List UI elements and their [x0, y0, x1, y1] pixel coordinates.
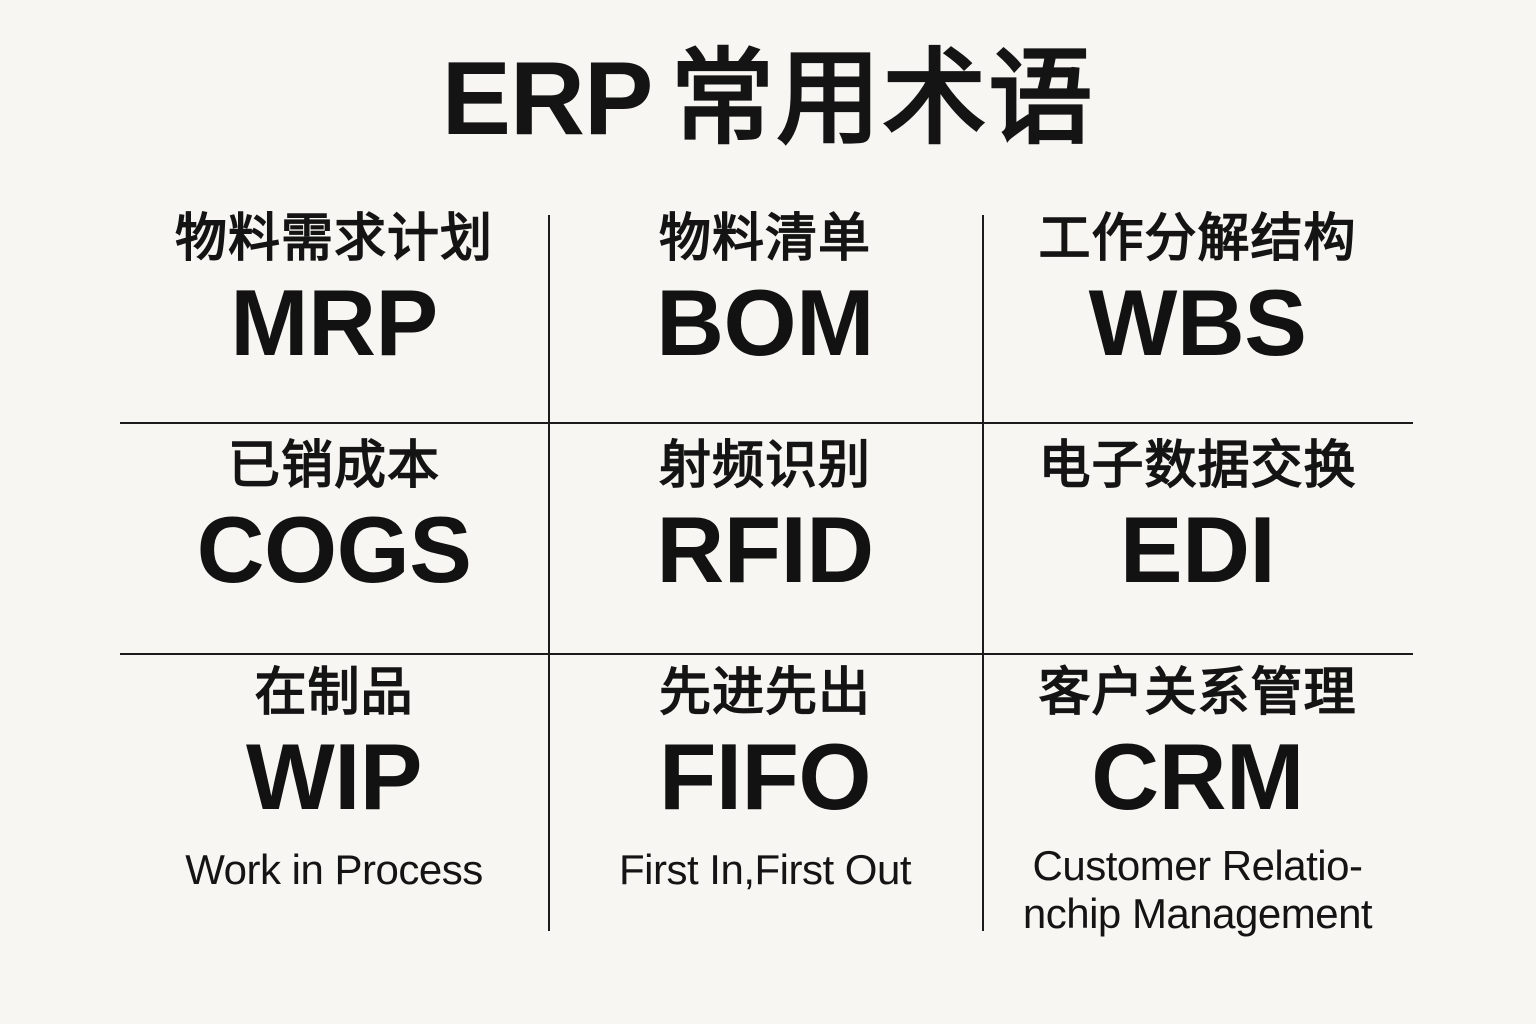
grid-column-divider-1 — [548, 215, 550, 931]
term-cell-cogs: 已销成本 COGS — [120, 423, 548, 650]
term-english-line-2: nchip Management — [1022, 889, 1373, 937]
grid-column-divider-2 — [982, 215, 984, 931]
term-chinese-name: 工作分解结构 — [1038, 210, 1357, 268]
term-english-expansion: Work in Process — [185, 845, 483, 893]
term-abbreviation: WBS — [1088, 270, 1307, 376]
term-abbreviation: RFID — [656, 497, 874, 603]
term-english-expansion: Customer Relatio- nchip Management — [1022, 841, 1373, 938]
term-chinese-name: 客户关系管理 — [1038, 664, 1357, 722]
terms-grid: 物料需求计划 MRP 物料清单 BOM 工作分解结构 WBS 已销成本 COGS… — [120, 196, 1413, 956]
term-chinese-name: 先进先出 — [658, 664, 871, 722]
term-cell-wbs: 工作分解结构 WBS — [982, 196, 1413, 423]
term-cell-edi: 电子数据交换 EDI — [982, 423, 1413, 650]
term-english-line-1: Customer Relatio- — [1032, 841, 1363, 889]
page-title-latin: ERP — [441, 41, 654, 157]
grid-row-divider-2 — [120, 653, 1413, 655]
term-chinese-name: 射频识别 — [658, 437, 871, 495]
term-cell-fifo: 先进先出 FIFO First In,First Out — [548, 650, 982, 956]
term-cell-bom: 物料清单 BOM — [548, 196, 982, 423]
term-chinese-name: 物料需求计划 — [174, 210, 493, 268]
term-cell-mrp: 物料需求计划 MRP — [120, 196, 548, 423]
term-cell-crm: 客户关系管理 CRM Customer Relatio- nchip Manag… — [982, 650, 1413, 956]
term-abbreviation: FIFO — [658, 724, 872, 830]
term-chinese-name: 物料清单 — [658, 210, 871, 268]
term-abbreviation: WIP — [245, 724, 423, 830]
term-english-expansion: First In,First Out — [618, 845, 912, 893]
term-abbreviation: CRM — [1091, 724, 1304, 830]
term-abbreviation: EDI — [1119, 497, 1276, 603]
term-chinese-name: 在制品 — [254, 664, 414, 722]
term-abbreviation: MRP — [230, 270, 438, 376]
term-cell-wip: 在制品 WIP Work in Process — [120, 650, 548, 956]
term-abbreviation: COGS — [196, 497, 472, 603]
term-chinese-name: 已销成本 — [227, 437, 440, 495]
grid-row-divider-1 — [120, 422, 1413, 424]
term-cell-rfid: 射频识别 RFID — [548, 423, 982, 650]
page-title-cjk: 常用术语 — [670, 41, 1095, 157]
term-chinese-name: 电子数据交换 — [1038, 437, 1357, 495]
term-abbreviation: BOM — [656, 270, 874, 376]
